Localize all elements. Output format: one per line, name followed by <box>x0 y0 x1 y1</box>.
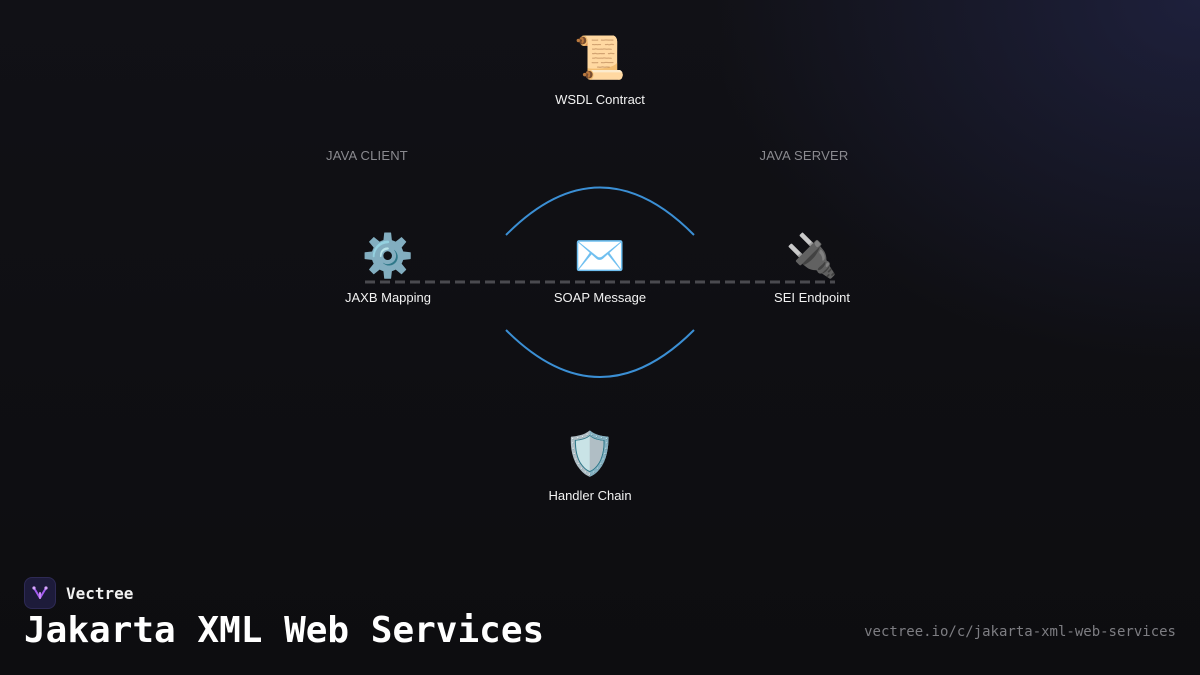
node-label: SOAP Message <box>553 290 647 305</box>
node-sei-endpoint: 🔌 SEI Endpoint <box>774 231 850 306</box>
node-wsdl-contract: 📜 WSDL Contract <box>555 33 645 108</box>
envelope-icon: ✉️ <box>573 231 627 280</box>
node-soap-message: ✉️ SOAP Message <box>553 231 647 306</box>
java-server-label: JAVA SERVER <box>759 148 849 163</box>
brand-name: Vectree <box>66 583 134 603</box>
node-label: SEI Endpoint <box>774 290 850 305</box>
page-title: Jakarta XML Web Services <box>24 610 545 651</box>
node-handler-chain: 🛡️ Handler Chain <box>548 429 632 504</box>
shield-icon: 🛡️ <box>563 429 617 478</box>
node-label: WSDL Contract <box>555 92 645 107</box>
node-label: Handler Chain <box>548 488 632 503</box>
node-jaxb-mapping: ⚙️ JAXB Mapping <box>345 231 431 306</box>
vectree-logo-icon <box>24 577 56 609</box>
plug-icon: 🔌 <box>785 231 839 280</box>
node-label: JAXB Mapping <box>345 290 431 305</box>
bottom-arc <box>505 329 695 378</box>
scroll-icon: 📜 <box>573 33 627 82</box>
brand: Vectree <box>24 577 133 609</box>
top-arc <box>505 186 695 236</box>
java-client-label: JAVA CLIENT <box>326 148 408 163</box>
gear-icon: ⚙️ <box>361 231 415 280</box>
source-url: vectree.io/c/jakarta-xml-web-services <box>864 624 1176 640</box>
